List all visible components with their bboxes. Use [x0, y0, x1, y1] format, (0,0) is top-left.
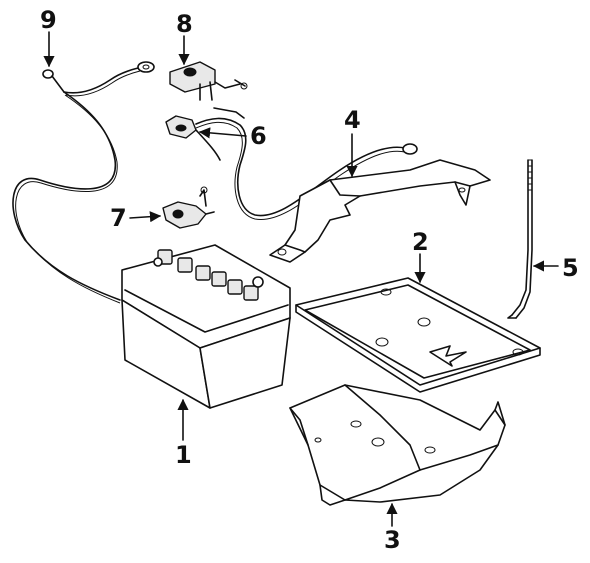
callout-1-label: 1 [175, 441, 192, 469]
callout-6: 6 [198, 122, 267, 150]
callout-5-label: 5 [562, 254, 579, 282]
callout-8-label: 8 [176, 10, 193, 38]
battery-terminal-clamp [162, 186, 215, 229]
battery-tray-support [289, 384, 506, 506]
callout-2-label: 2 [412, 228, 429, 256]
hold-down-rod [507, 159, 533, 319]
callout-9: 9 [40, 6, 57, 68]
callout-1: 1 [175, 398, 192, 469]
negative-battery-cable [12, 61, 155, 304]
callout-7-label: 7 [110, 204, 127, 232]
battery-post [252, 276, 264, 288]
callout-9-label: 9 [40, 6, 57, 34]
callout-5: 5 [532, 254, 579, 282]
callout-7: 7 [110, 204, 162, 232]
callout-8: 8 [176, 10, 193, 66]
callout-6-label: 6 [250, 122, 267, 150]
callout-3-label: 3 [384, 526, 401, 554]
terminal-cover [169, 61, 248, 101]
battery-hold-down-bracket [269, 159, 491, 263]
callout-6-arrow [198, 127, 247, 139]
battery [121, 244, 291, 409]
callout-7-arrow [129, 211, 162, 223]
callout-3: 3 [384, 502, 401, 554]
positive-terminal-cable [165, 107, 418, 221]
callout-4: 4 [344, 106, 361, 178]
callout-4-label: 4 [344, 106, 361, 134]
callout-2: 2 [412, 228, 429, 284]
battery-tray [295, 277, 541, 393]
